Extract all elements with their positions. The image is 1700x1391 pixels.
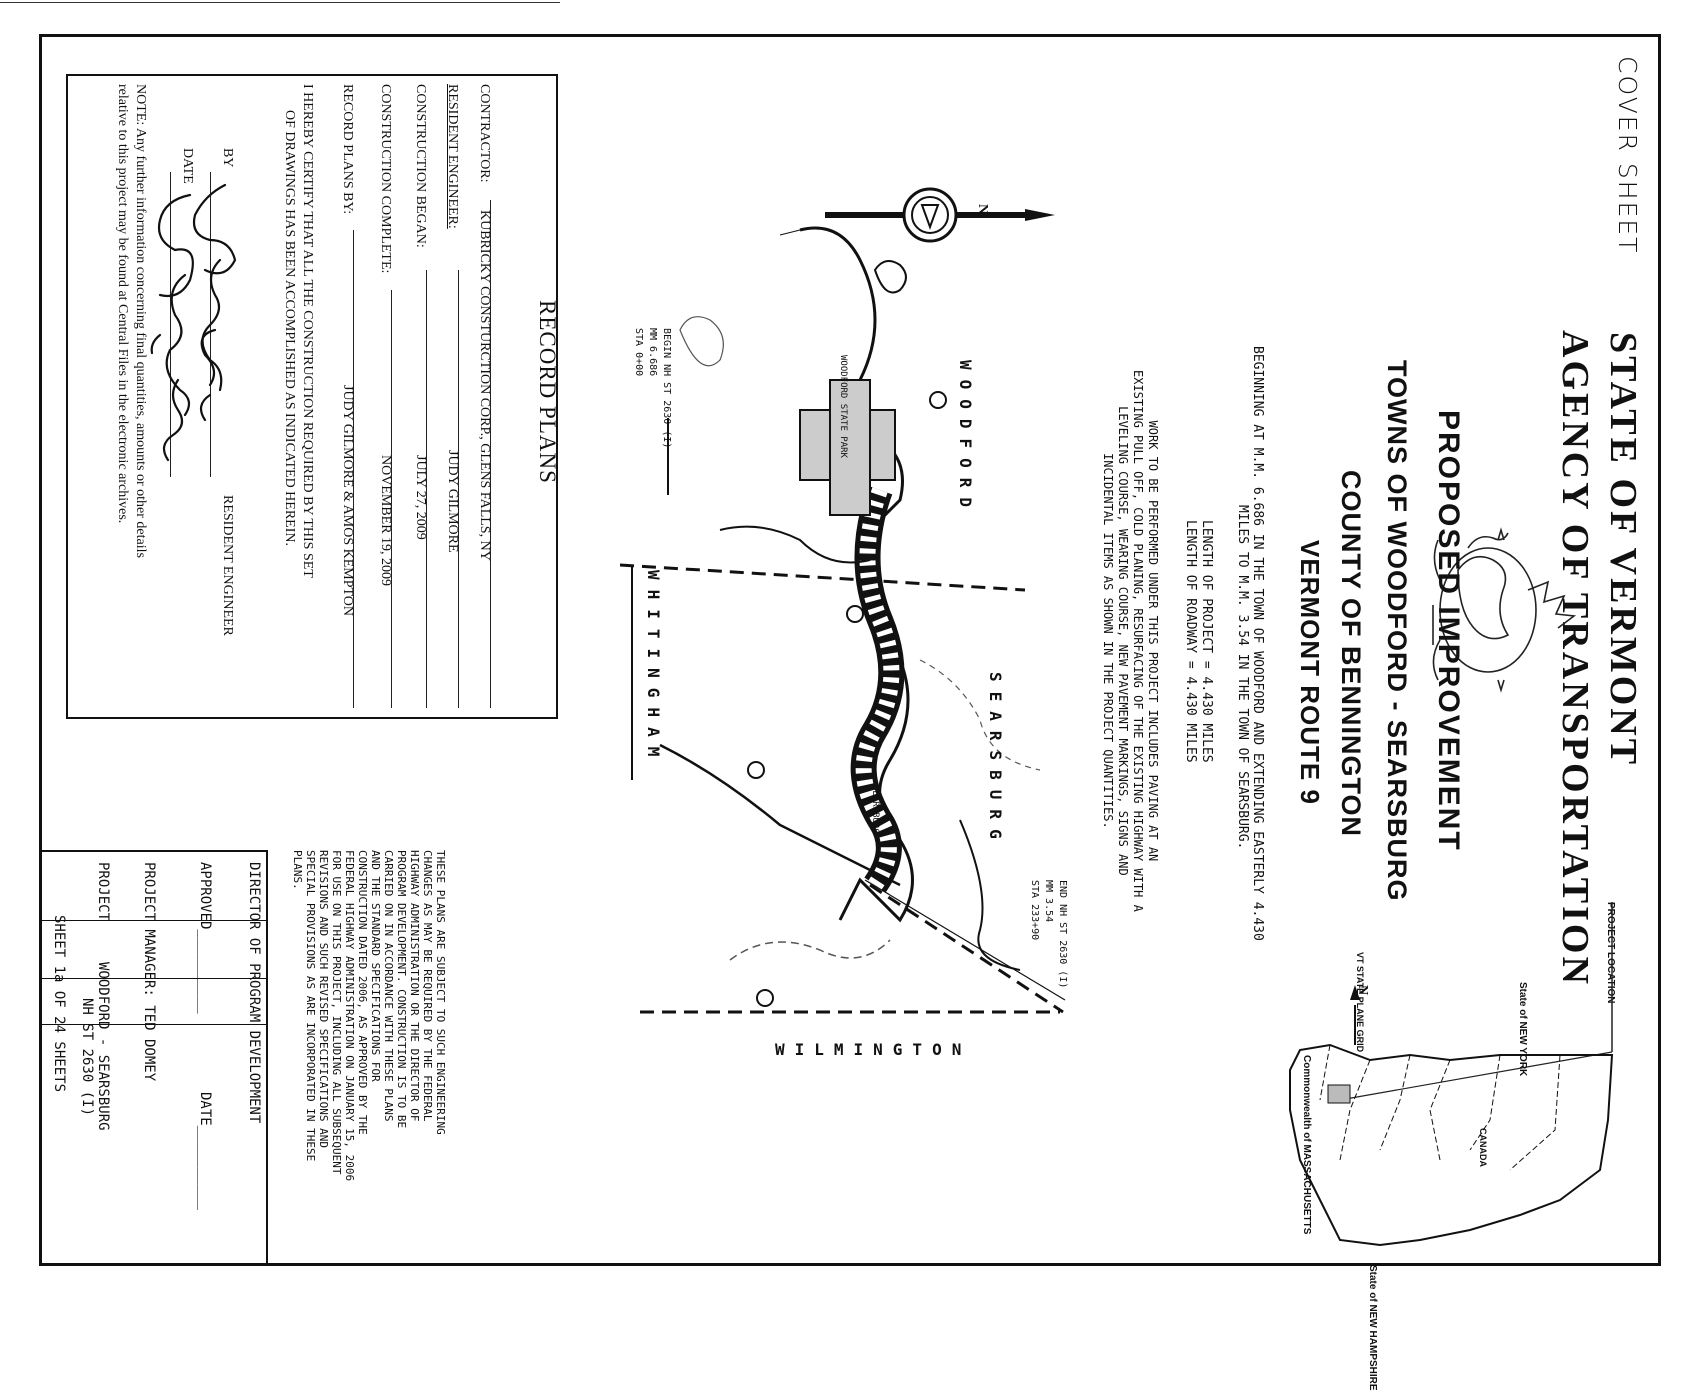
director-label: DIRECTOR OF PROGRAM DEVELOPMENT — [246, 862, 262, 1124]
sheet-number: SHEET 1a OF 24 SHEETS — [51, 915, 67, 1093]
county-heading: COUNTY OF BENNINGTON — [1336, 470, 1366, 838]
location-north-label: N — [1355, 985, 1370, 996]
by-label: BY — [220, 148, 235, 168]
project-manager: PROJECT MANAGER: TED DOMEY — [141, 862, 157, 1082]
town-searsburg: SEARSBURG — [986, 672, 1005, 849]
note-line-2: relative to this project may be found at… — [115, 84, 130, 524]
construction-complete-label: CONSTRUCTION COMPLETE: — [378, 84, 393, 274]
project-label: PROJECT — [95, 862, 111, 922]
cover-sheet-label: COVER SHEET — [1613, 56, 1642, 255]
canada-label: CANADA — [1478, 1128, 1488, 1167]
town-woodford: WOODFORD — [956, 360, 975, 518]
searsburg-village-label: SEARSBURG — [870, 785, 880, 834]
length-of-roadway: LENGTH OF ROADWAY = 4.430 MILES — [1183, 520, 1198, 763]
project-location-label: PROJECT LOCATION — [1605, 902, 1616, 1004]
route-heading: VERMONT ROUTE 9 — [1295, 540, 1325, 805]
beginning-text-1: BEGINNING AT M.M. 6.686 IN THE TOWN OF W… — [1250, 346, 1265, 941]
contractor-label: CONTRACTOR: — [477, 84, 492, 183]
end-label-1: END NH ST 2630 (I) — [1057, 880, 1068, 989]
certify-line-1: I HEREBY CERTIFY THAT ALL THE CONSTRUCTI… — [300, 84, 315, 578]
resident-engineer-title: RESIDENT ENGINEER — [220, 495, 235, 636]
record-plans-by-label: RECORD PLANS BY: — [340, 84, 355, 215]
state-title: STATE OF VERMONT — [1602, 332, 1644, 768]
town-wilmington: WILMINGTON — [775, 1040, 972, 1059]
scan-top-line — [0, 2, 560, 3]
ny-label: State of NEW YORK — [1517, 982, 1528, 1077]
length-of-project: LENGTH OF PROJECT = 4.430 MILES — [1199, 520, 1214, 763]
nh-label: State of NEW HAMPSHIRE — [1367, 1265, 1378, 1391]
ma-label: Commonwealth of MASSACHUSETTS — [1301, 1055, 1312, 1235]
begin-label-1: BEGIN NH ST 2630 (I) — [661, 328, 672, 449]
work-description: WORK TO BE PERFORMED UNDER THIS PROJECT … — [1101, 370, 1160, 912]
certify-line-2: OF DRAWINGS HAS BEEN ACCOMPLISHED AS IND… — [282, 110, 297, 547]
engineering-note: THESE PLANS ARE SUBJECT TO SUCH ENGINEER… — [291, 850, 447, 1182]
proposed-heading: PROPOSED IMPROVEMENT — [1432, 410, 1465, 852]
note-line-1: NOTE: Any further information concerning… — [133, 84, 148, 558]
end-label-2: MM 3.54 — [1043, 880, 1054, 923]
state-plane-grid-label: VT STATE PLANE GRID — [1355, 952, 1365, 1053]
state-park-label: WOODFORD STATE PARK — [838, 355, 848, 458]
approval-block — [40, 850, 268, 1266]
towns-heading: TOWNS OF WOODFORD - SEARSBURG — [1382, 360, 1412, 902]
town-whitingham: WHITINGHAM — [644, 570, 663, 767]
begin-label-2: MM 6.686 — [647, 328, 658, 377]
project-name: WOODFORD - SEARSBURG — [95, 962, 111, 1131]
project-number: NH ST 2630 (I) — [79, 998, 95, 1117]
agency-title: AGENCY OF TRANSPORTATION — [1554, 330, 1596, 987]
beginning-text-2: MILES TO M.M. 3.54 IN THE TOWN OF SEARSB… — [1235, 505, 1250, 850]
record-plans-box — [66, 74, 558, 719]
record-plans-title: RECORD PLANS — [535, 300, 560, 484]
end-label-3: STA 233+90 — [1029, 880, 1040, 941]
resident-engineer-label: RESIDENT ENGINEER: — [445, 84, 460, 229]
approved-field: APPROVED__________ — [197, 862, 213, 1014]
map-north-label: N — [975, 204, 990, 215]
construction-began-label: CONSTRUCTION BEGAN: — [413, 84, 428, 248]
date-label: DATE — [180, 148, 195, 184]
begin-label-3: STA 0+00 — [633, 328, 644, 377]
date-field: DATE__________ — [197, 1092, 213, 1211]
